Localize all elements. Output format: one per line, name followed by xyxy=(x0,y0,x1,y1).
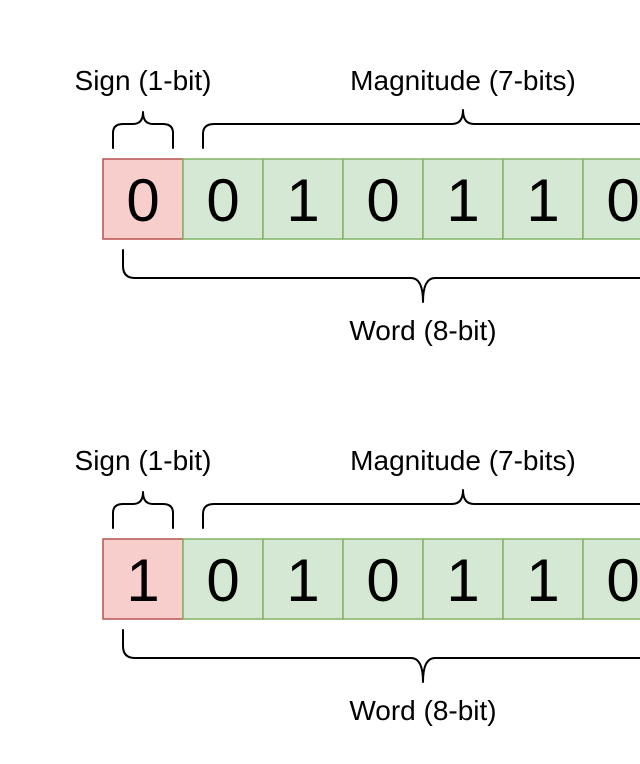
word-label: Word (8-bit) xyxy=(349,695,496,726)
sign-bit-value: 1 xyxy=(126,547,159,614)
sign-bit-value: 0 xyxy=(126,167,159,234)
magnitude-bit-value: 1 xyxy=(526,547,559,614)
magnitude-brace xyxy=(202,109,640,149)
magnitude-bit-cell: 1 xyxy=(502,538,584,620)
bit-row: 1 0 1 0 1 1 0 xyxy=(102,538,640,620)
magnitude-bit-cell: 1 xyxy=(262,158,344,240)
sign-bit-cell: 1 xyxy=(102,538,184,620)
magnitude-bit-value: 1 xyxy=(446,167,479,234)
magnitude-bit-value: 0 xyxy=(206,167,239,234)
magnitude-bit-cell: 1 xyxy=(422,538,504,620)
magnitude-bit-value: 0 xyxy=(606,547,639,614)
magnitude-bit-value: 0 xyxy=(366,167,399,234)
magnitude-bit-box xyxy=(502,158,584,240)
magnitude-bit-cell: 0 xyxy=(582,538,640,620)
magnitude-bit-box xyxy=(502,538,584,620)
magnitude-bit-box xyxy=(342,538,424,620)
magnitude-bit-cell: 0 xyxy=(182,158,264,240)
magnitude-bit-cell: 1 xyxy=(422,158,504,240)
magnitude-bit-cell: 0 xyxy=(182,538,264,620)
magnitude-label: Magnitude (7-bits) xyxy=(350,445,576,476)
magnitude-brace xyxy=(202,489,640,529)
magnitude-bit-box xyxy=(262,538,344,620)
magnitude-bit-value: 0 xyxy=(206,547,239,614)
sign-bit-box xyxy=(102,158,184,240)
sign-brace xyxy=(112,111,174,149)
magnitude-bit-value: 1 xyxy=(526,167,559,234)
magnitude-bit-box xyxy=(422,158,504,240)
word-brace xyxy=(122,629,640,683)
word-diagram-1: Sign (1-bit) Magnitude (7-bits) 0 0 1 0 xyxy=(75,65,640,346)
magnitude-bit-cell: 0 xyxy=(342,158,424,240)
magnitude-bit-cell: 0 xyxy=(342,538,424,620)
sign-label: Sign (1-bit) xyxy=(75,65,212,96)
magnitude-bit-value: 1 xyxy=(446,547,479,614)
magnitude-bit-box xyxy=(262,158,344,240)
bit-row: 0 0 1 0 1 1 0 xyxy=(102,158,640,240)
magnitude-label: Magnitude (7-bits) xyxy=(350,65,576,96)
magnitude-bit-value: 0 xyxy=(606,167,639,234)
magnitude-bit-cell: 0 xyxy=(582,158,640,240)
magnitude-bit-value: 0 xyxy=(366,547,399,614)
magnitude-bit-value: 1 xyxy=(286,167,319,234)
word-diagram-2: Sign (1-bit) Magnitude (7-bits) 1 0 1 0 xyxy=(75,445,640,726)
word-brace xyxy=(122,249,640,303)
magnitude-bit-value: 1 xyxy=(286,547,319,614)
sign-label: Sign (1-bit) xyxy=(75,445,212,476)
magnitude-bit-cell: 1 xyxy=(262,538,344,620)
sign-bit-cell: 0 xyxy=(102,158,184,240)
magnitude-bit-box xyxy=(582,158,640,240)
magnitude-bit-box xyxy=(182,158,264,240)
word-label: Word (8-bit) xyxy=(349,315,496,346)
sign-brace xyxy=(112,491,174,529)
magnitude-bit-cell: 1 xyxy=(502,158,584,240)
magnitude-bit-box xyxy=(422,538,504,620)
magnitude-bit-box xyxy=(582,538,640,620)
